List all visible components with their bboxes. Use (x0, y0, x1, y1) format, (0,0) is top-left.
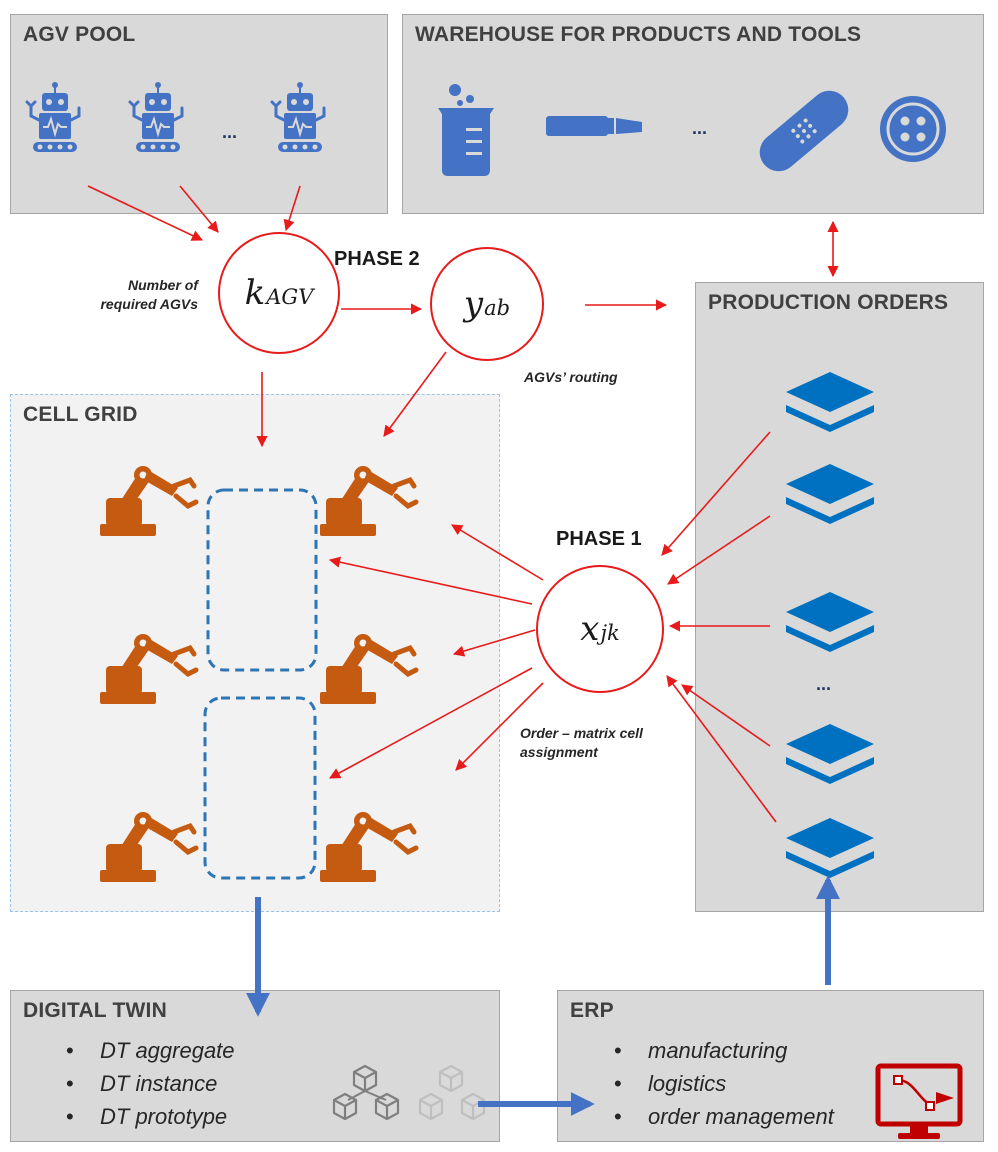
layers-icon (786, 372, 874, 432)
agv-pool-title: AGV POOL (23, 23, 136, 46)
arrow-x-to-cell (451, 524, 544, 581)
robot-icon (128, 80, 184, 154)
robot-icon (270, 80, 326, 154)
cubes-network-icon (332, 1064, 400, 1121)
warehouse-ellipsis: ... (692, 118, 707, 138)
list-item: DT instance (66, 1067, 235, 1100)
node-symbol: k (244, 273, 266, 313)
warehouse-title: WAREHOUSE FOR PRODUCTS AND TOOLS (415, 23, 862, 46)
list-item: logistics (614, 1067, 834, 1100)
production-orders-title: PRODUCTION ORDERS (708, 291, 949, 314)
erp-title: ERP (570, 999, 614, 1022)
arrow-order-to-x (666, 675, 777, 823)
robot-arm-icon (320, 634, 416, 704)
robot-arm-icon (100, 634, 196, 704)
node-symbol: y (463, 284, 484, 324)
phase-2-label: PHASE 2 (334, 248, 420, 270)
cell-grid-box: CELL GRID (10, 394, 500, 912)
digital-twin-list: DT aggregate DT instance DT prototype (66, 1034, 235, 1133)
cell-slot-upper (206, 488, 318, 672)
arrow-order-to-x (681, 684, 771, 747)
bandage-icon (759, 90, 849, 172)
phase-1-label: PHASE 1 (556, 528, 642, 550)
arrow-agv-to-k (283, 185, 301, 232)
arrow-agv-to-k (87, 185, 204, 241)
arrow-x-to-cell (452, 629, 536, 657)
robot-arm-icon (100, 466, 196, 536)
button-icon (880, 96, 946, 162)
arrow-x-to-cell (455, 682, 544, 771)
cubes-stack-icon (418, 1064, 486, 1121)
list-item: DT prototype (66, 1100, 235, 1133)
robot-icon (25, 80, 81, 154)
agv-ellipsis: ... (222, 122, 237, 142)
robot-arm-icon (100, 812, 196, 882)
label-line: required AGVs (100, 296, 198, 312)
node-subscript: jk (600, 621, 620, 645)
layers-icon (786, 818, 874, 878)
arrow-y-to-grid (383, 351, 447, 437)
node-subscript: ab (484, 296, 511, 320)
beaker-icon (438, 84, 494, 176)
node-symbol: x (580, 609, 600, 649)
orders-ellipsis: ... (816, 674, 831, 694)
monitor-icon (875, 1063, 963, 1139)
x-jk-label: Order – matrix cell assignment (520, 724, 643, 762)
arrow-agv-to-k (179, 185, 219, 233)
arrow-x-to-cell (328, 556, 533, 605)
erp-list: manufacturing logistics order management (614, 1034, 834, 1133)
node-subscript: AGV (266, 285, 314, 309)
arrow-x-to-cell (329, 667, 533, 779)
robot-arm-icon (320, 466, 416, 536)
list-item: order management (614, 1100, 834, 1133)
list-item: manufacturing (614, 1034, 834, 1067)
layers-icon (786, 592, 874, 652)
label-line: assignment (520, 744, 598, 760)
list-item: DT aggregate (66, 1034, 235, 1067)
k-agv-label: Number of required AGVs (90, 276, 198, 314)
layers-icon (786, 724, 874, 784)
cell-slot-lower (203, 696, 317, 880)
y-ab-label: AGVs’ routing (524, 369, 618, 385)
digital-twin-title: DIGITAL TWIN (23, 999, 167, 1022)
arrow-order-to-x (667, 515, 771, 585)
cell-grid-title: CELL GRID (23, 403, 138, 426)
label-line: Order – matrix cell (520, 725, 643, 741)
label-line: Number of (128, 277, 198, 293)
arrow-order-to-x (661, 431, 771, 556)
robot-arm-icon (320, 812, 416, 882)
layers-icon (786, 464, 874, 524)
lipstick-icon (546, 116, 642, 136)
